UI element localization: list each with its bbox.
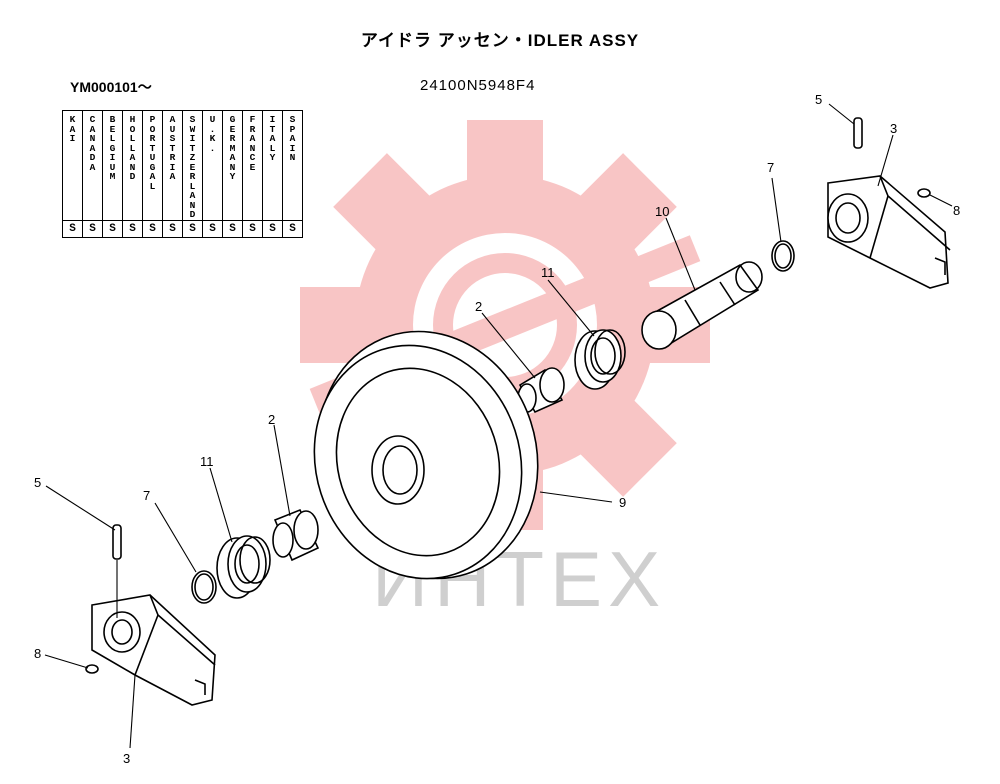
part-number: 24100N5948F4	[420, 77, 536, 94]
callout-label: 3	[890, 121, 897, 136]
idler-bracket-right	[827, 175, 951, 289]
applicability-mark: S	[202, 220, 223, 238]
country-header: SPAIN	[282, 110, 303, 221]
callout-label: 3	[123, 751, 130, 766]
bushing-2-upper	[517, 367, 565, 414]
applicability-mark: S	[282, 220, 303, 238]
diagram-title: アイドラ アッセン・IDLER ASSY	[360, 31, 640, 50]
country-header-row: KAI CANADA BELGIUM HOLLAND PORTUGAL AUST…	[62, 110, 303, 221]
callout-label: 11	[541, 265, 555, 280]
country-header: HOLLAND	[122, 110, 143, 221]
country-header: FRANCE	[242, 110, 263, 221]
floating-seal-11-lower	[216, 535, 271, 599]
callout-label: 9	[619, 495, 626, 510]
idler-bracket-left	[91, 594, 216, 706]
idler-wheel-9	[313, 330, 539, 580]
country-header: CANADA	[82, 110, 103, 221]
callout-label: 5	[34, 475, 41, 490]
country-table: KAI CANADA BELGIUM HOLLAND PORTUGAL AUST…	[62, 110, 303, 238]
shaft-10	[641, 261, 763, 350]
applicability-row: S S S S S S S S S S S S	[62, 220, 303, 238]
callout-label: 11	[200, 454, 214, 469]
callout-label: 7	[767, 160, 774, 175]
applicability-mark: S	[142, 220, 163, 238]
callout-label: 2	[475, 299, 482, 314]
bushing-2-lower	[272, 508, 320, 562]
bolt-8-right	[917, 188, 931, 198]
ring-7-right	[771, 240, 795, 272]
floating-seal-11-upper	[574, 329, 626, 390]
bolt-8-left	[85, 664, 99, 674]
serial-range: YM000101〜	[70, 79, 152, 95]
country-header: SWITZERLAND	[182, 110, 203, 221]
pin-5-right	[853, 117, 863, 149]
callout-label: 5	[815, 92, 822, 107]
callout-label: 8	[953, 203, 960, 218]
callout-label: 8	[34, 646, 41, 661]
pin-5-lower	[112, 524, 122, 560]
callout-label: 10	[655, 204, 669, 219]
callout-labels: 5 3 8 7 10 11 2 9 11 2 7 5 8 3	[34, 92, 960, 766]
ring-7-lower	[191, 570, 217, 604]
callout-label: 2	[268, 412, 275, 427]
callout-label: 7	[143, 488, 150, 503]
leader-lines	[44, 103, 953, 749]
